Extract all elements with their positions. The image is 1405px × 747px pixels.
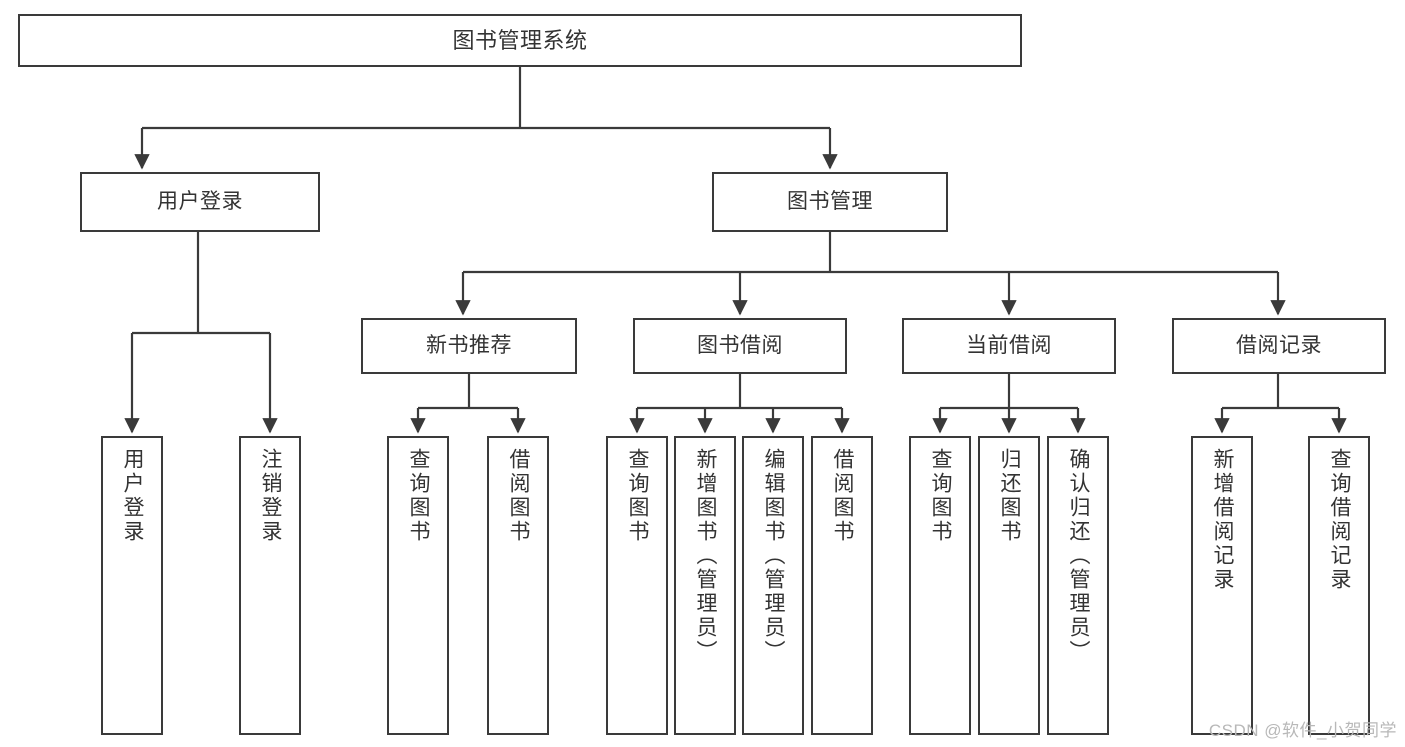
node-root-book-management-system[interactable]: 图书管理系统 <box>18 14 1022 67</box>
leaf-book-borrow-borrow-book[interactable]: 借阅图书 <box>811 436 873 735</box>
leaf-current-borrow-return-book[interactable]: 归还图书 <box>978 436 1040 735</box>
leaf-book-borrow-borrow-book-label: 借阅图书 <box>831 448 855 544</box>
node-new-book-recommend-label: 新书推荐 <box>426 333 512 357</box>
leaf-book-borrow-query-book-label: 查询图书 <box>626 448 650 544</box>
node-book-borrow-label: 图书借阅 <box>697 333 783 357</box>
leaf-book-borrow-query-book[interactable]: 查询图书 <box>606 436 668 735</box>
node-book-borrow[interactable]: 图书借阅 <box>633 318 847 374</box>
leaf-current-borrow-return-book-label: 归还图书 <box>998 448 1022 544</box>
leaf-current-borrow-confirm-return[interactable]: 确认归还（管理员） <box>1047 436 1109 735</box>
leaf-user-login-logout[interactable]: 注销登录 <box>239 436 301 735</box>
leaf-book-borrow-edit-book-label: 编辑图书（管理员） <box>762 448 786 664</box>
node-user-login-label: 用户登录 <box>157 189 243 213</box>
node-borrow-record-label: 借阅记录 <box>1236 333 1322 357</box>
leaf-current-borrow-query-book-label: 查询图书 <box>929 448 953 544</box>
leaf-book-borrow-add-book-label: 新增图书（管理员） <box>694 448 718 664</box>
csdn-watermark: CSDN @软件_小贺同学 <box>1208 721 1397 740</box>
leaf-current-borrow-confirm-return-label: 确认归还（管理员） <box>1067 448 1091 664</box>
leaf-user-login-login-label: 用户登录 <box>121 448 145 544</box>
leaf-new-book-query-book-label: 查询图书 <box>407 448 431 544</box>
node-book-management-label: 图书管理 <box>787 189 873 213</box>
leaf-current-borrow-query-book[interactable]: 查询图书 <box>909 436 971 735</box>
node-borrow-record[interactable]: 借阅记录 <box>1172 318 1386 374</box>
node-root-label: 图书管理系统 <box>452 27 588 53</box>
leaf-borrow-record-add-record-label: 新增借阅记录 <box>1211 448 1235 592</box>
leaf-book-borrow-edit-book[interactable]: 编辑图书（管理员） <box>742 436 804 735</box>
leaf-borrow-record-query-record-label: 查询借阅记录 <box>1328 448 1352 592</box>
node-new-book-recommend[interactable]: 新书推荐 <box>361 318 577 374</box>
leaf-new-book-borrow-book[interactable]: 借阅图书 <box>487 436 549 735</box>
node-book-management[interactable]: 图书管理 <box>712 172 948 232</box>
leaf-borrow-record-query-record[interactable]: 查询借阅记录 <box>1308 436 1370 735</box>
leaf-user-login-logout-label: 注销登录 <box>259 448 283 544</box>
node-user-login[interactable]: 用户登录 <box>80 172 320 232</box>
leaf-book-borrow-add-book[interactable]: 新增图书（管理员） <box>674 436 736 735</box>
leaf-new-book-borrow-book-label: 借阅图书 <box>507 448 531 544</box>
leaf-borrow-record-add-record[interactable]: 新增借阅记录 <box>1191 436 1253 735</box>
node-current-borrow-label: 当前借阅 <box>966 333 1052 357</box>
node-current-borrow[interactable]: 当前借阅 <box>902 318 1116 374</box>
leaf-user-login-login[interactable]: 用户登录 <box>101 436 163 735</box>
leaf-new-book-query-book[interactable]: 查询图书 <box>387 436 449 735</box>
